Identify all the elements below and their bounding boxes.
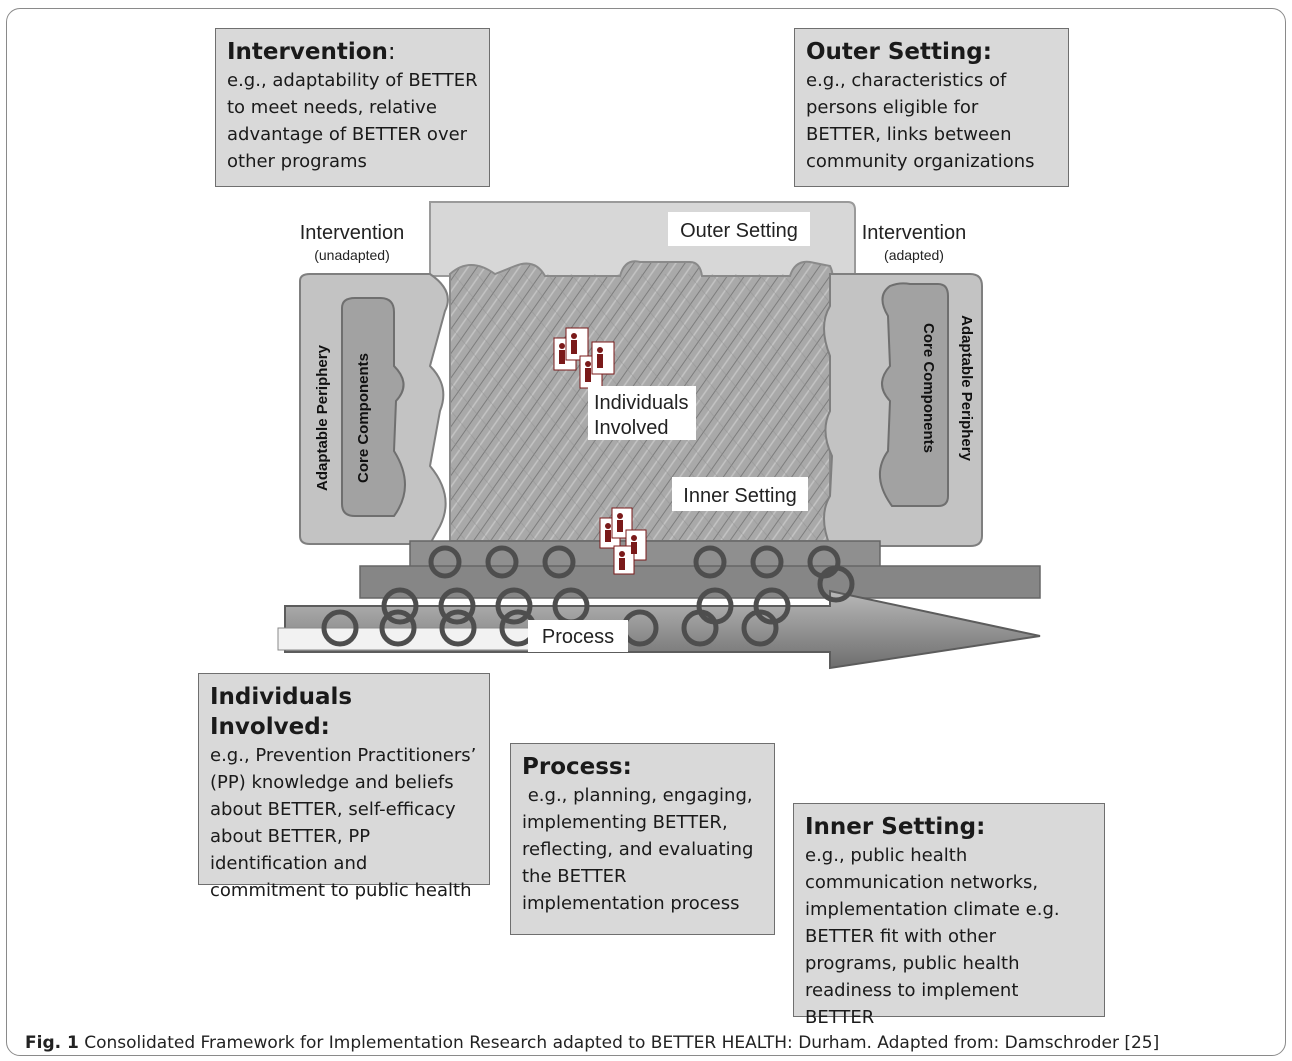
core-components-right-label: Core Components bbox=[920, 323, 937, 453]
inner-setting-diagram-label: Inner Setting bbox=[683, 485, 796, 507]
individuals-icon-group bbox=[553, 327, 615, 389]
process-cycle-icons bbox=[321, 545, 855, 647]
individuals-involved-box: Individuals Involved: e.g., Prevention P… bbox=[198, 673, 490, 901]
figure-caption-label: Fig. 1 bbox=[25, 1033, 79, 1053]
adaptable-periphery-right-label: Adaptable Periphery bbox=[958, 315, 975, 462]
outer-setting-diagram-label: Outer Setting bbox=[680, 220, 798, 242]
outer-setting-box-text: e.g., characteristics of persons eligibl… bbox=[806, 70, 1035, 172]
process-box-title: Process: bbox=[522, 754, 632, 780]
intervention-unadapted-sublabel: (unadapted) bbox=[314, 247, 390, 263]
inner-setting-box: Inner Setting: e.g., public health commu… bbox=[793, 803, 1105, 1028]
core-components-right-shape bbox=[879, 282, 949, 507]
intervention-box-title: Intervention: bbox=[227, 39, 396, 65]
process-diagram-label: Process bbox=[542, 626, 614, 648]
intervention-unadapted-label: Intervention bbox=[300, 222, 405, 244]
core-components-left-shape bbox=[341, 297, 406, 517]
core-components-left-label: Core Components bbox=[355, 353, 372, 483]
inner-setting-box-title: Inner Setting: bbox=[805, 814, 986, 840]
individuals-involved-box-title: Individuals Involved: bbox=[210, 684, 353, 740]
individuals-involved-label-line2: Involved bbox=[594, 417, 669, 439]
individuals-involved-label-line1: Individuals bbox=[594, 392, 689, 414]
figure-frame bbox=[6, 8, 1286, 1056]
figure-caption-text: Consolidated Framework for Implementatio… bbox=[78, 1033, 1160, 1053]
outer-setting-box: Outer Setting: e.g., characteristics of … bbox=[794, 28, 1069, 187]
outer-setting-box-title: Outer Setting: bbox=[806, 39, 992, 65]
intervention-adapted-sublabel: (adapted) bbox=[884, 247, 944, 263]
adaptable-periphery-left-label: Adaptable Periphery bbox=[314, 344, 331, 491]
process-box: Process: e.g., planning, engaging, imple… bbox=[510, 743, 775, 935]
inner-setting-box-text: e.g., public health communication networ… bbox=[805, 845, 1060, 1028]
process-arrow-middle bbox=[359, 565, 1041, 599]
cfir-diagram: Outer Setting Intervention (unadapted) I… bbox=[277, 201, 1041, 670]
process-box-text: e.g., planning, engaging, implementing B… bbox=[522, 785, 760, 914]
intervention-box: Intervention: e.g., adaptability of BETT… bbox=[215, 28, 490, 187]
intervention-box-text: e.g., adaptability of BETTER to meet nee… bbox=[227, 70, 478, 172]
individuals-involved-box-text: e.g., Prevention Practitioners’ (PP) kno… bbox=[210, 745, 477, 901]
process-arrow-tail bbox=[277, 627, 569, 651]
process-individuals-icon-group bbox=[599, 507, 647, 575]
figure-caption: Fig. 1 Consolidated Framework for Implem… bbox=[25, 1032, 1159, 1054]
intervention-adapted-label: Intervention bbox=[862, 222, 967, 244]
